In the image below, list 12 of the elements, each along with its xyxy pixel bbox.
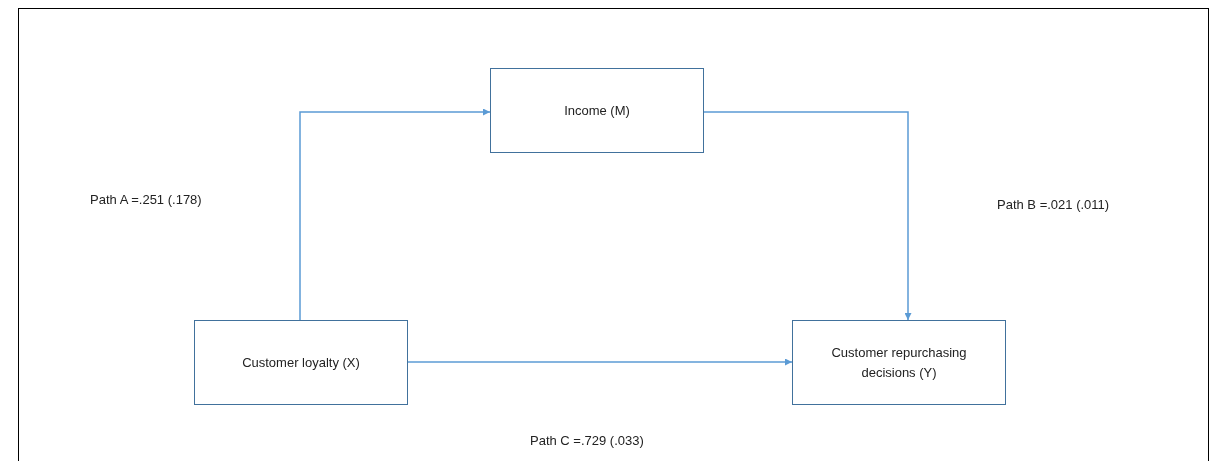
variable-box [490,68,704,153]
arrow [703,111,912,321]
path-coefficient-label: Path A =.251 (.178) [90,192,202,207]
node-label: Income (M) [564,101,630,120]
node-label: Customer loyalty (X) [242,353,360,372]
arrow [299,108,491,321]
node-label: Customer repurchasing decisions (Y) [830,344,968,382]
path-coefficient-label: Path C =.729 (.033) [530,433,644,448]
path-coefficient-label: Path B =.021 (.011) [997,197,1110,212]
variable-box [194,320,408,405]
variable-box [792,320,1006,405]
arrow [407,358,793,366]
